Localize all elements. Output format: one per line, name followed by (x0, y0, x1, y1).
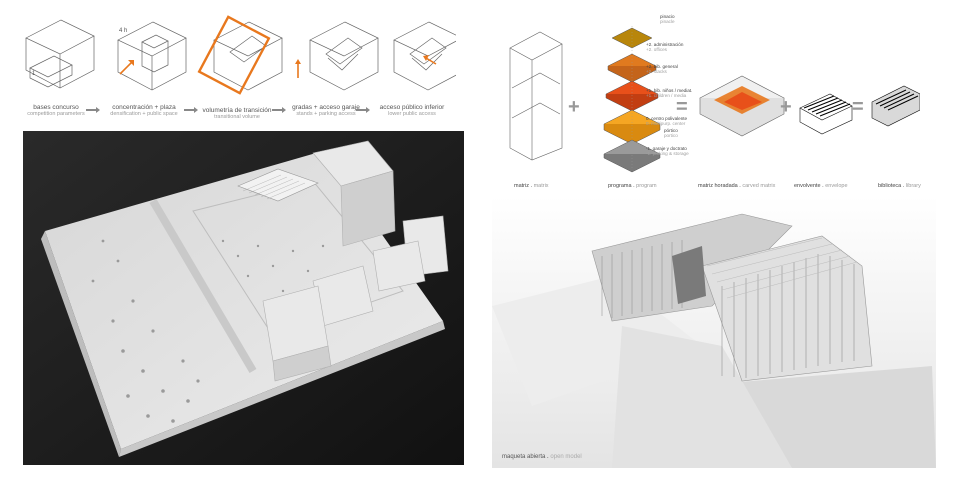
massing-diagrams (25, 15, 456, 95)
equation-diagrams (509, 26, 920, 173)
axis-label-1: 1 (32, 71, 36, 77)
step-arrow-icon (272, 107, 286, 113)
term-label-envelope: envolvente . envelope (794, 183, 848, 189)
layer-label-children: +1. bib. niños / mediat. +1. children / … (646, 88, 693, 99)
layer-label-portico: pórtico portico (664, 128, 678, 139)
step-arrow-icon (86, 107, 100, 113)
term-label-carved-matrix: matriz horadada . carved matrix (698, 183, 776, 189)
axis-label-4h: 4 h (119, 28, 128, 34)
matrix-diagram (509, 31, 563, 161)
term-label-library: biblioteca . library (878, 183, 921, 189)
layer-label-offices: +2. administración +2. offices (646, 42, 684, 53)
arrow-densify (119, 61, 133, 75)
open-model-caption: maqueta abierta . open model (502, 454, 582, 460)
equals-operator-1: = (676, 96, 688, 118)
step-arrows (86, 107, 370, 113)
step-arrow-icon (356, 107, 370, 113)
term-label-matrix: matriz . matrix (514, 183, 549, 189)
term-label-program: programa . program (608, 183, 657, 189)
layer-label-pinacle: pinacio pinacle (660, 14, 675, 25)
open-model-photo: maqueta abierta . open model (492, 196, 936, 468)
arrow-lower-access (425, 57, 437, 65)
envelope-diagram (799, 93, 853, 135)
site-model-photo (23, 131, 464, 465)
step-4-caption: gradas + acceso garaje stands + parking … (292, 104, 360, 118)
step-5-diagram (393, 21, 456, 91)
site-model-image (23, 131, 464, 465)
step-4-diagram (309, 21, 379, 91)
plus-operator-1: + (568, 96, 580, 118)
step-1-caption: bases concurso competition parameters (27, 104, 85, 118)
step-arrow-icon (184, 107, 198, 113)
step-2-diagram (117, 21, 187, 91)
plus-operator-2: + (780, 96, 792, 118)
carved-matrix-diagram (699, 75, 785, 137)
step-3-caption: volumetría de transición transitional vo… (202, 107, 272, 121)
step-2-caption: concentración + plaza densification + pu… (110, 104, 178, 118)
step-5-caption: acceso público inferior lower public acc… (379, 104, 445, 118)
layer-label-center: 0. centro polivalente 0. multipurp. cent… (646, 116, 688, 127)
step-1-diagram (25, 19, 95, 89)
transition-highlight (197, 15, 271, 95)
library-diagram (871, 85, 920, 127)
layer-label-parking: -1. garaje y doctrato -1. parking & stor… (646, 146, 689, 157)
equals-operator-2: = (852, 96, 864, 118)
open-model-image (492, 196, 936, 468)
layer-label-stacks: +2. bib. general +2. stacks (646, 64, 678, 75)
